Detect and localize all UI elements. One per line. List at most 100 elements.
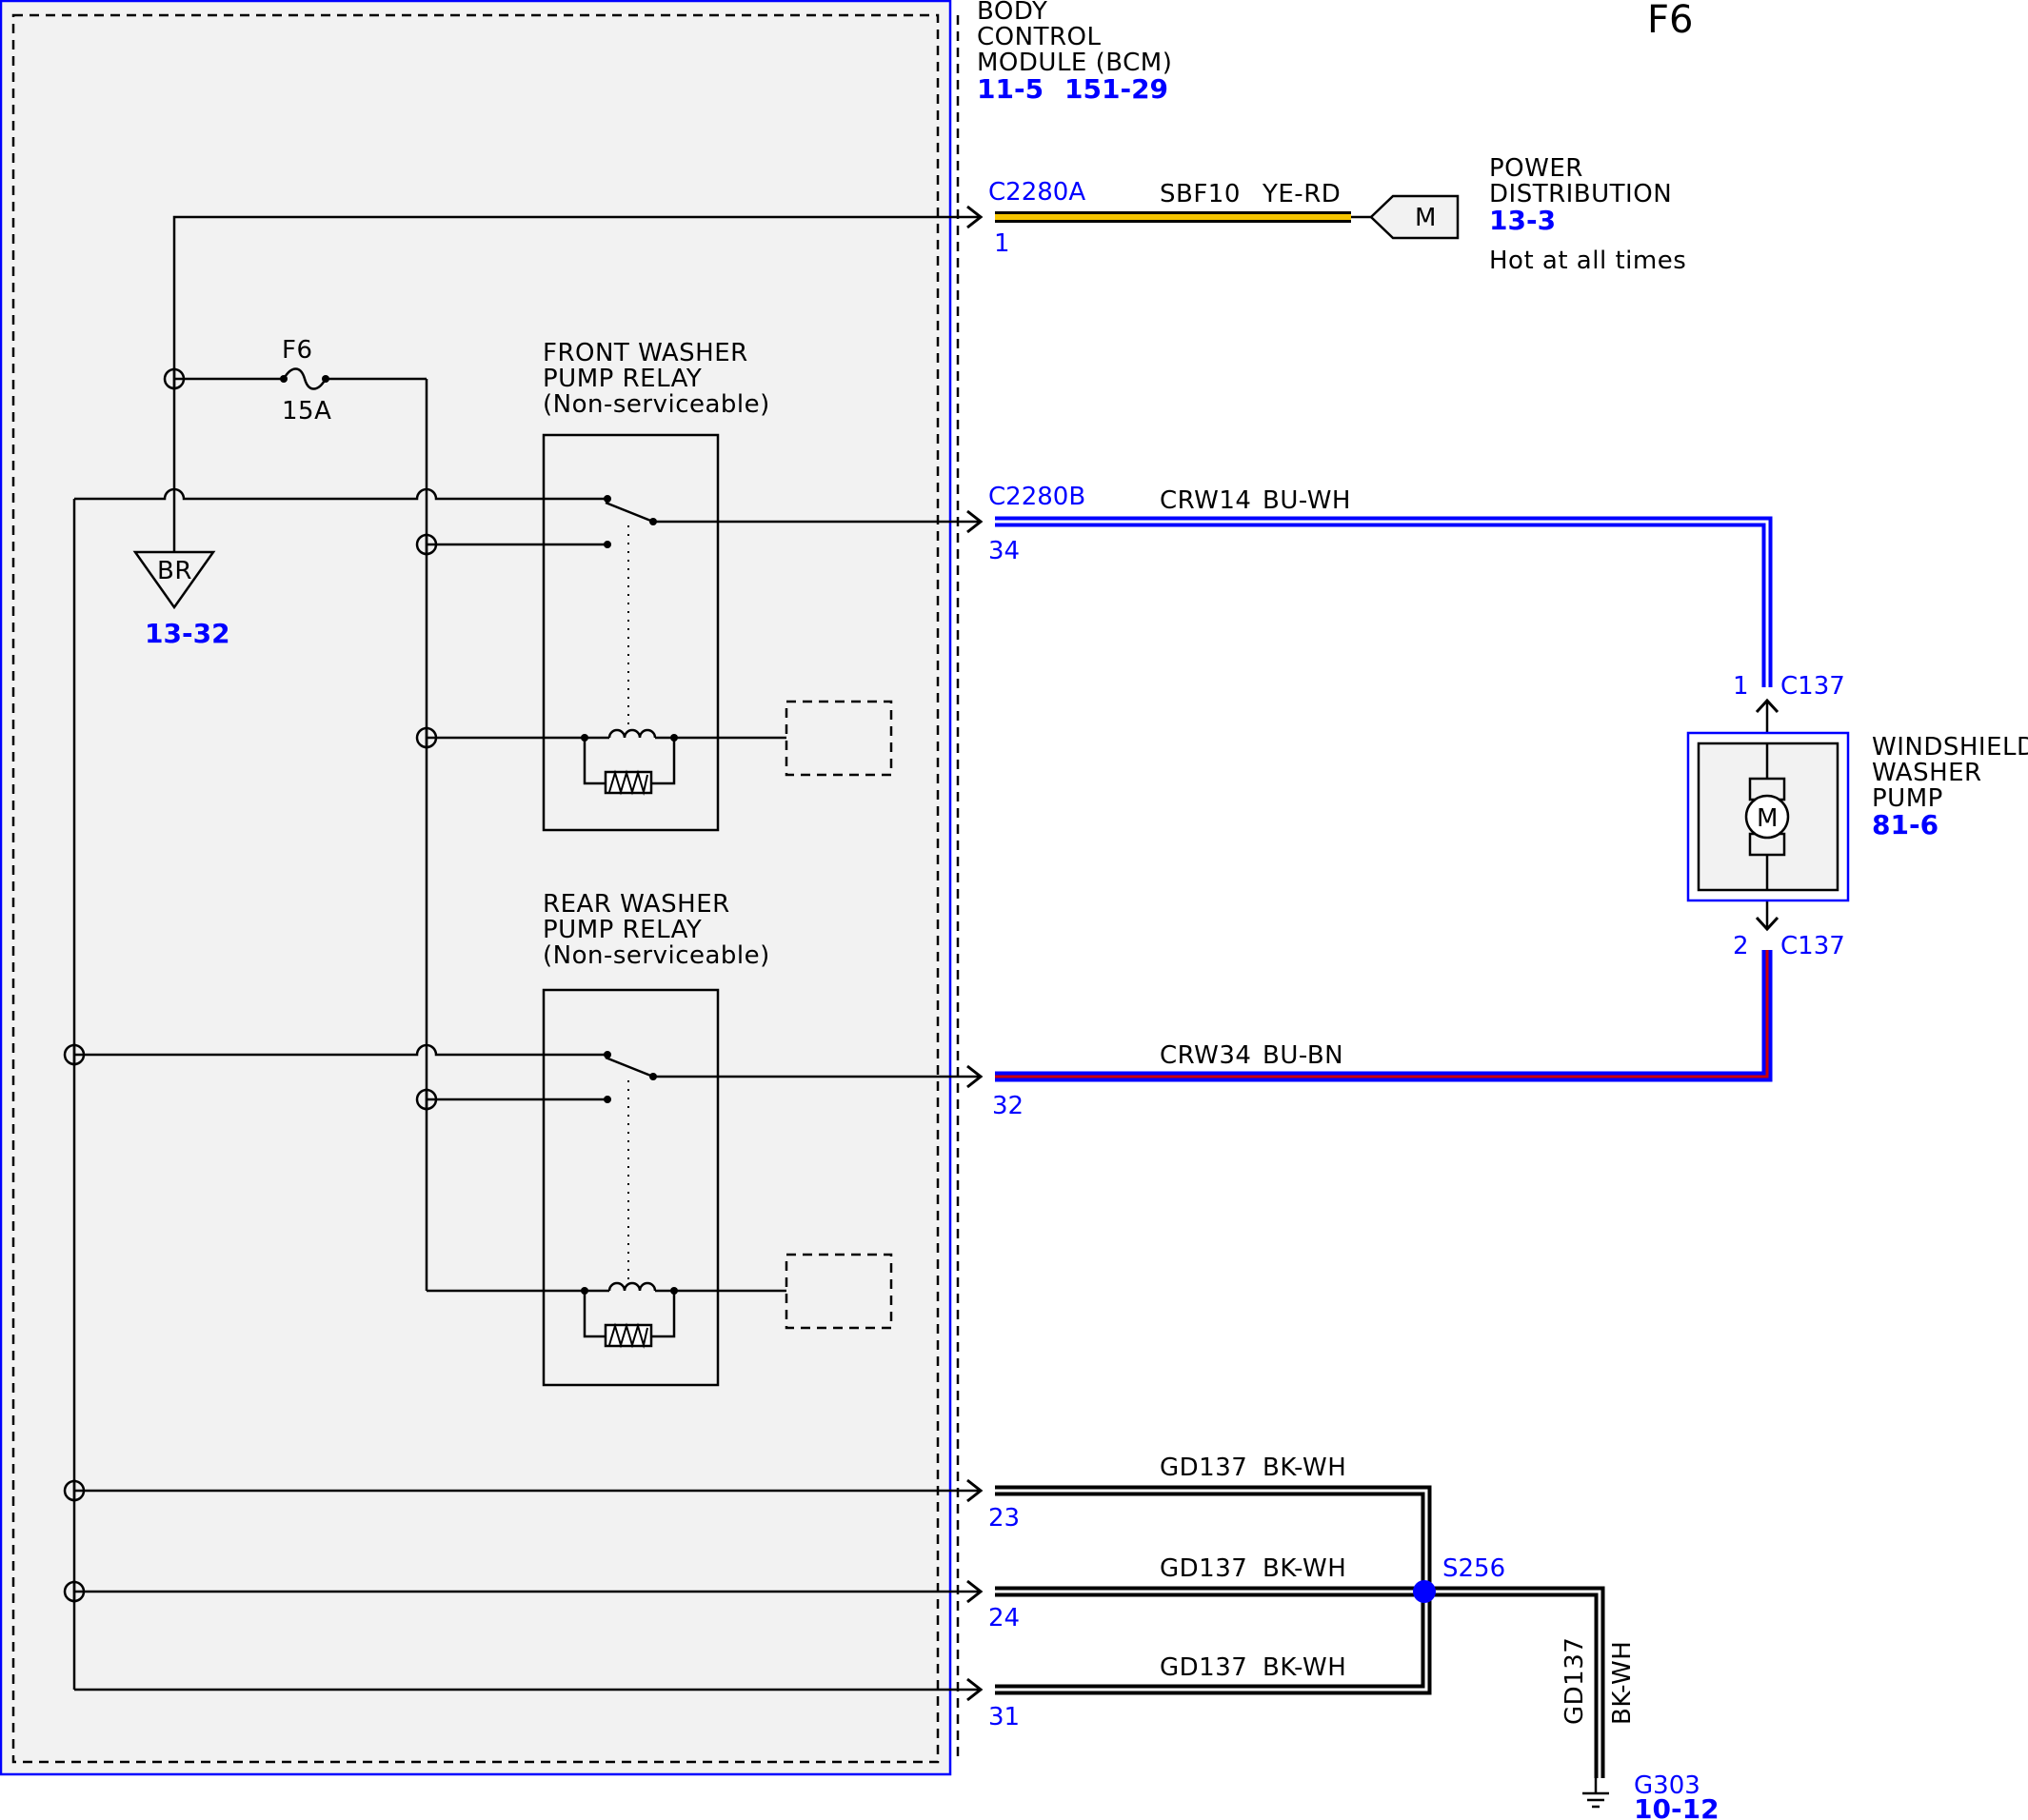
c137-pin-1-label: 1: [1733, 672, 1749, 701]
connector-c2280b-label: C2280B: [988, 483, 1085, 511]
bcm-name-line2: CONTROL: [977, 23, 1101, 51]
power-distribution: M POWER DISTRIBUTION 13-3 Hot at all tim…: [1351, 154, 1686, 275]
bcm-title: BODY CONTROL MODULE (BCM) 11-5 151-29: [977, 0, 1172, 105]
pin-23-label: 23: [988, 1504, 1020, 1533]
color-bk-wh-pin24: BK-WH: [1263, 1554, 1346, 1583]
pin-23-chevron: [966, 1478, 984, 1503]
connector-pin-chevrons: [966, 205, 984, 1702]
front-relay-common-wire: [74, 487, 607, 501]
b-plus-trunk-wire: [172, 215, 979, 552]
pin-32-label: 32: [992, 1092, 1024, 1120]
bcm-outline: [0, 0, 952, 1776]
front-relay: FRONT WASHER PUMP RELAY (Non-serviceable…: [542, 339, 893, 832]
internal-wiring: [72, 215, 979, 1691]
pin-31-chevron: [966, 1677, 984, 1702]
pump-title-line3: PUMP: [1872, 784, 1943, 813]
pin-32-chevron: [966, 1064, 984, 1089]
fuse-rating: 15A: [282, 397, 331, 425]
bcm-name-line3: MODULE (BCM): [977, 49, 1172, 77]
rear-relay-switch-arm: [605, 1056, 654, 1078]
splice-b-plus: [163, 367, 186, 390]
wire-gd137-group: [995, 1485, 1605, 1778]
splice-ground-24: [63, 1580, 86, 1603]
color-bk-wh-pin23: BK-WH: [1263, 1454, 1346, 1482]
circuit-crw34: CRW34: [1160, 1041, 1251, 1070]
splice-front-coil: [415, 726, 438, 749]
power-distribution-ref-link[interactable]: 13-3: [1489, 205, 1556, 236]
color-bk-wh-pin31: BK-WH: [1263, 1653, 1346, 1682]
pump-title-line2: WASHER: [1872, 759, 1982, 787]
pump-motor-symbol: [1744, 794, 1790, 840]
power-distribution-title-line2: DISTRIBUTION: [1489, 180, 1672, 208]
bus-bar-label: BR: [157, 557, 192, 585]
bus-bar-triangle: [132, 550, 216, 610]
front-relay-title-line2: PUMP RELAY: [543, 365, 702, 393]
front-relay-title-line1: FRONT WASHER: [543, 339, 748, 367]
bus-bar-br: BR 13-32: [132, 550, 230, 649]
bcm-name-line1: BODY: [977, 0, 1047, 26]
splice-rear-nc: [415, 1088, 438, 1111]
wire-crw34: [995, 950, 1773, 1082]
circuit-gd137-pin24: GD137: [1160, 1554, 1247, 1583]
power-distribution-note: Hot at all times: [1489, 247, 1686, 275]
color-bu-bn: BU-BN: [1263, 1041, 1343, 1070]
rear-relay-box: [542, 988, 720, 1387]
power-distribution-title-line1: POWER: [1489, 154, 1583, 183]
connector-labels: C2280A 1 C2280B 34 32 23 24 31 1 C137 2 …: [988, 178, 1845, 1731]
front-relay-control-dashed-box: [785, 700, 893, 777]
circuit-sbf10: SBF10: [1160, 180, 1241, 208]
fuse-name: F6: [282, 336, 313, 365]
circuit-gd137-pin31: GD137: [1160, 1653, 1247, 1682]
power-distribution-connector-letter: M: [1415, 204, 1437, 232]
rear-relay: REAR WASHER PUMP RELAY (Non-serviceable): [542, 890, 893, 1387]
fuse-f6: F6 15A: [280, 336, 331, 425]
pin-34-chevron: [966, 509, 984, 534]
pin-34-label: 34: [988, 537, 1020, 565]
rear-relay-title-line3: (Non-serviceable): [543, 941, 770, 970]
c137-label-bottom: C137: [1780, 932, 1845, 960]
rear-relay-title-line2: PUMP RELAY: [543, 916, 702, 944]
splice-s256: [1413, 1580, 1436, 1603]
circuit-labels: SBF10 YE-RD CRW14 BU-WH CRW34 BU-BN GD13…: [1160, 180, 1637, 1725]
wire-sbf10: [995, 211, 1351, 223]
pin-1-chevron: [966, 205, 984, 229]
rear-relay-title-line1: REAR WASHER: [543, 890, 730, 919]
internal-splices: [63, 367, 438, 1603]
front-relay-coil: [607, 728, 657, 739]
ground-ref-link[interactable]: 10-12: [1634, 1793, 1720, 1820]
bcm-ref-link-2[interactable]: 151-29: [1064, 73, 1168, 105]
circuit-gd137-pin23: GD137: [1160, 1454, 1247, 1482]
front-relay-switch-arm: [605, 501, 654, 524]
rear relay common wire: [74, 1043, 607, 1057]
bcm-ref-link-1[interactable]: 11-5: [977, 73, 1044, 105]
pump-motor-letter: M: [1757, 804, 1779, 833]
c137-pin-2-label: 2: [1733, 932, 1749, 960]
pin-1-label: 1: [994, 229, 1010, 258]
color-ye-rd: YE-RD: [1262, 180, 1341, 208]
circuit-crw14: CRW14: [1160, 486, 1251, 515]
power-distribution-connector: [1369, 194, 1460, 240]
front-relay-title-line3: (Non-serviceable): [543, 390, 770, 419]
splice-rear-common: [63, 1043, 86, 1066]
color-bu-wh: BU-WH: [1263, 486, 1351, 515]
circuit-gd137-ground: GD137: [1561, 1637, 1589, 1725]
color-bk-wh-ground: BK-WH: [1608, 1641, 1637, 1725]
windshield-washer-pump: M WINDSHIELD WASHER PUMP 81-6: [1686, 698, 2028, 932]
rear-relay-coil: [607, 1281, 657, 1292]
bus-bar-ref-link[interactable]: 13-32: [145, 618, 230, 649]
bcm-inner-dashed-outline: [11, 13, 940, 1764]
front-relay-box: [542, 433, 720, 832]
splice-s256-label: S256: [1442, 1554, 1505, 1583]
ground-name: G303: [1634, 1771, 1700, 1800]
splice-front-nc: [415, 533, 438, 556]
bcm-module: [0, 0, 960, 1776]
rear-relay-control-dashed-box: [785, 1253, 893, 1330]
pump-ref-link[interactable]: 81-6: [1872, 809, 1939, 841]
fuse-symbol: [282, 367, 328, 390]
pin-24-label: 24: [988, 1604, 1020, 1632]
ground-g303: G303 10-12: [1582, 1771, 1720, 1820]
pin-31-label: 31: [988, 1703, 1020, 1731]
pin-24-chevron: [966, 1579, 984, 1604]
page-ref: F6: [1647, 0, 1693, 42]
